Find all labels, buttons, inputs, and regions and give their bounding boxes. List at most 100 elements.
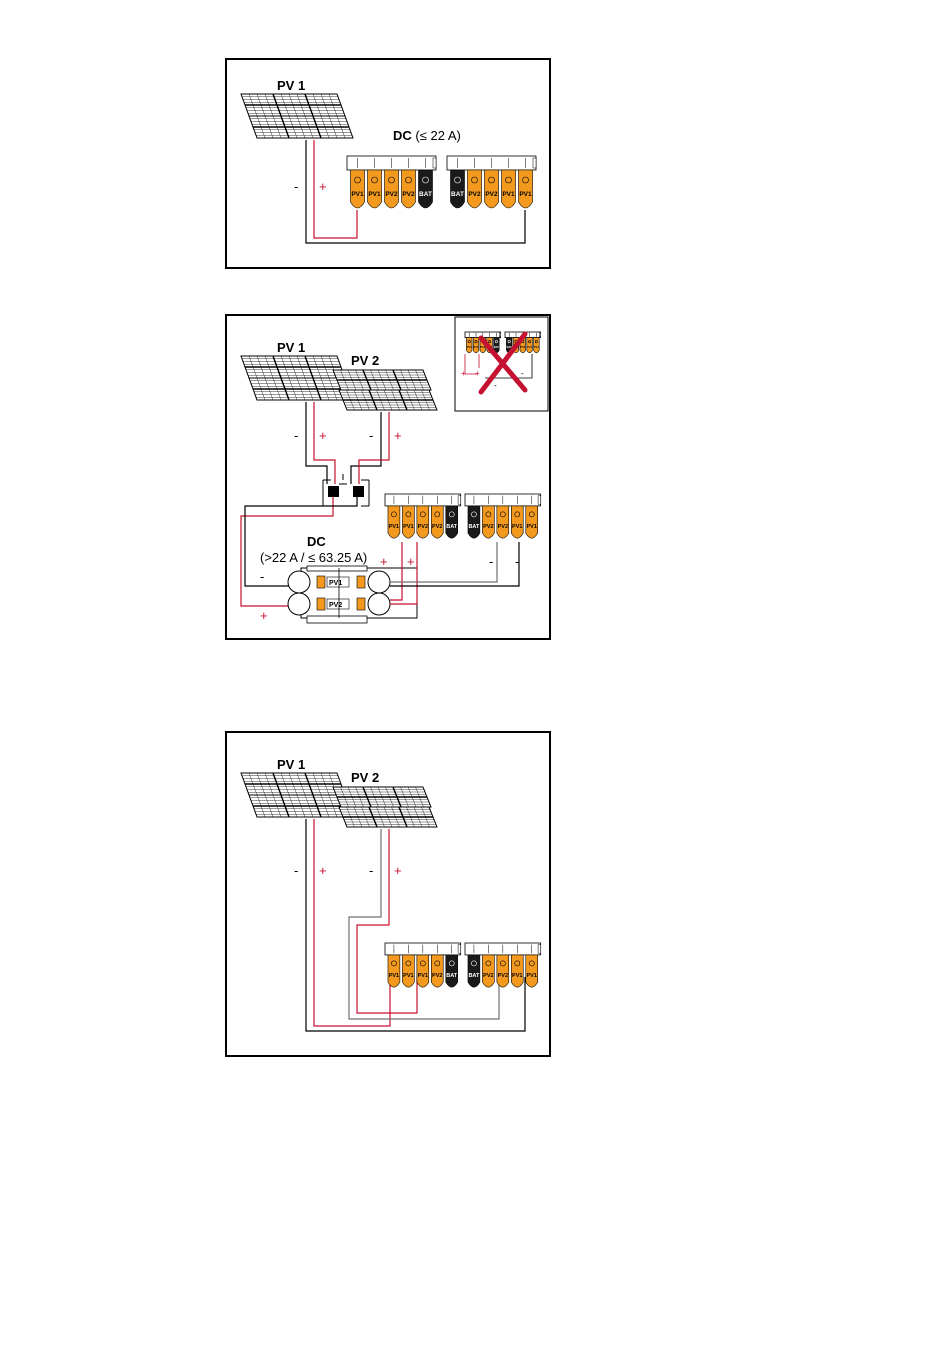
minus-sign: - (369, 863, 373, 878)
svg-text:PV1: PV1 (403, 973, 413, 979)
pv1-label: PV 1 (277, 340, 305, 355)
right-pv2-2 (497, 506, 509, 538)
plus-sign: + (394, 428, 402, 443)
svg-text:BAT: BAT (419, 191, 432, 198)
svg-text:PV1: PV1 (418, 973, 428, 979)
svg-text:PV2: PV2 (498, 973, 508, 979)
pv1-label: PV 1 (277, 78, 305, 93)
svg-text:PV2: PV2 (468, 191, 481, 198)
diagram-panel-1: PV 1 DC (≤ 22 A) - + PV1 PV1 PV2 PV2 BAT BAT… (225, 58, 551, 269)
positive-wire-pv2 (359, 412, 389, 484)
svg-text:PV2: PV2 (432, 973, 442, 979)
svg-text:PV2: PV2 (485, 191, 498, 198)
left-pv1-0 (351, 170, 365, 208)
diagram-1-svg: PV 1 DC (≤ 22 A) - + PV1 PV1 PV2 PV2 BAT BAT… (227, 60, 549, 267)
pv1-label: PV 1 (277, 757, 305, 772)
svg-text:PV1: PV1 (502, 191, 515, 198)
solar-panel-pv2 (333, 787, 437, 827)
right-pv2-1 (482, 506, 494, 538)
svg-text:PV1: PV1 (389, 973, 399, 979)
right-pv1-3 (511, 955, 523, 987)
left-pv2-3 (431, 506, 443, 538)
right-bat-0 (468, 506, 480, 538)
left-pv1-1 (368, 170, 382, 208)
minus-sign: - (294, 179, 298, 194)
y-connector-junction (323, 474, 369, 506)
svg-text:BAT: BAT (468, 973, 480, 979)
solar-panel-pv2 (333, 370, 437, 410)
right-pv2-2 (485, 170, 499, 208)
svg-text:PV1: PV1 (368, 191, 381, 198)
right-pv2-1 (482, 955, 494, 987)
left-pv2-2 (385, 170, 399, 208)
plus-sign: + (319, 428, 327, 443)
svg-text:PV1: PV1 (403, 524, 413, 530)
dc-disconnect-switch: PV1 PV2 (288, 566, 417, 623)
svg-text:PV2: PV2 (483, 973, 493, 979)
minus-sign: - (294, 863, 298, 878)
right-bat-0 (451, 170, 465, 208)
svg-text:BAT: BAT (451, 191, 464, 198)
svg-text:PV1: PV1 (389, 524, 399, 530)
svg-text:PV2: PV2 (385, 191, 398, 198)
svg-text:+: + (475, 369, 480, 378)
negative-wire-pv2 (351, 412, 381, 484)
negative-wire-pv2 (349, 829, 499, 1019)
left-bat-4 (446, 506, 458, 538)
svg-text:PV1: PV1 (512, 973, 522, 979)
switch-label-pv1: PV1 (329, 580, 342, 587)
svg-text:PV1: PV1 (527, 345, 532, 349)
svg-text:BAT: BAT (446, 973, 458, 979)
right-pv1-3 (511, 506, 523, 538)
svg-text:PV1: PV1 (351, 191, 364, 198)
svg-text:+: + (461, 369, 466, 378)
plus-sign: + (260, 608, 268, 623)
plus-sign: + (380, 554, 388, 569)
plus-sign: + (407, 554, 415, 569)
left-pv2-3 (431, 955, 443, 987)
left-pv1-0 (388, 955, 400, 987)
dc-label: DC (≤ 22 A) (393, 128, 461, 143)
connector-block-right: BAT PV2 PV2 PV1 PV1 (447, 156, 536, 208)
svg-text:PV1: PV1 (527, 524, 537, 530)
connector-block-right: BATPV2PV2PV1PV1 (465, 494, 541, 538)
svg-text:PV1: PV1 (467, 345, 472, 349)
minus-sign: - (515, 554, 519, 569)
plus-sign: + (319, 863, 327, 878)
negative-wire-pv1 (306, 402, 327, 484)
left-bat-4 (446, 955, 458, 987)
left-pv1-1 (402, 955, 414, 987)
svg-text:PV2: PV2 (483, 524, 493, 530)
minus-sign: - (294, 428, 298, 443)
svg-text:PV2: PV2 (418, 524, 428, 530)
svg-text:BAT: BAT (468, 524, 480, 530)
right-pv1-4 (519, 170, 533, 208)
svg-text:-: - (521, 369, 524, 378)
svg-text:PV2: PV2 (498, 524, 508, 530)
positive-wire-pv1 (314, 819, 390, 1026)
connector-block-left: PV1 PV1 PV2 PV2 BAT (385, 494, 461, 538)
left-pv1-0 (388, 506, 400, 538)
negative-wire-pv1 (306, 819, 525, 1031)
solar-panel-pv1 (241, 94, 353, 138)
svg-text:PV1: PV1 (519, 191, 532, 198)
left-pv2-3 (402, 170, 416, 208)
left-pv2-2 (417, 506, 429, 538)
right-pv1-4 (526, 506, 538, 538)
minus-sign: - (489, 554, 493, 569)
connector-block-left: PV1 PV1 PV2 PV2 BAT (347, 156, 436, 208)
svg-text:PV1: PV1 (474, 345, 479, 349)
left-bat-4 (419, 170, 433, 208)
svg-text:PV2: PV2 (432, 524, 442, 530)
left-pv1-2 (417, 955, 429, 987)
minus-sign: - (369, 428, 373, 443)
right-bat-0 (468, 955, 480, 987)
dc-range-label: (>22 A / ≤ 63.25 A) (260, 550, 367, 565)
plus-sign: + (319, 179, 327, 194)
svg-text:BAT: BAT (446, 524, 458, 530)
svg-text:PV2: PV2 (402, 191, 415, 198)
